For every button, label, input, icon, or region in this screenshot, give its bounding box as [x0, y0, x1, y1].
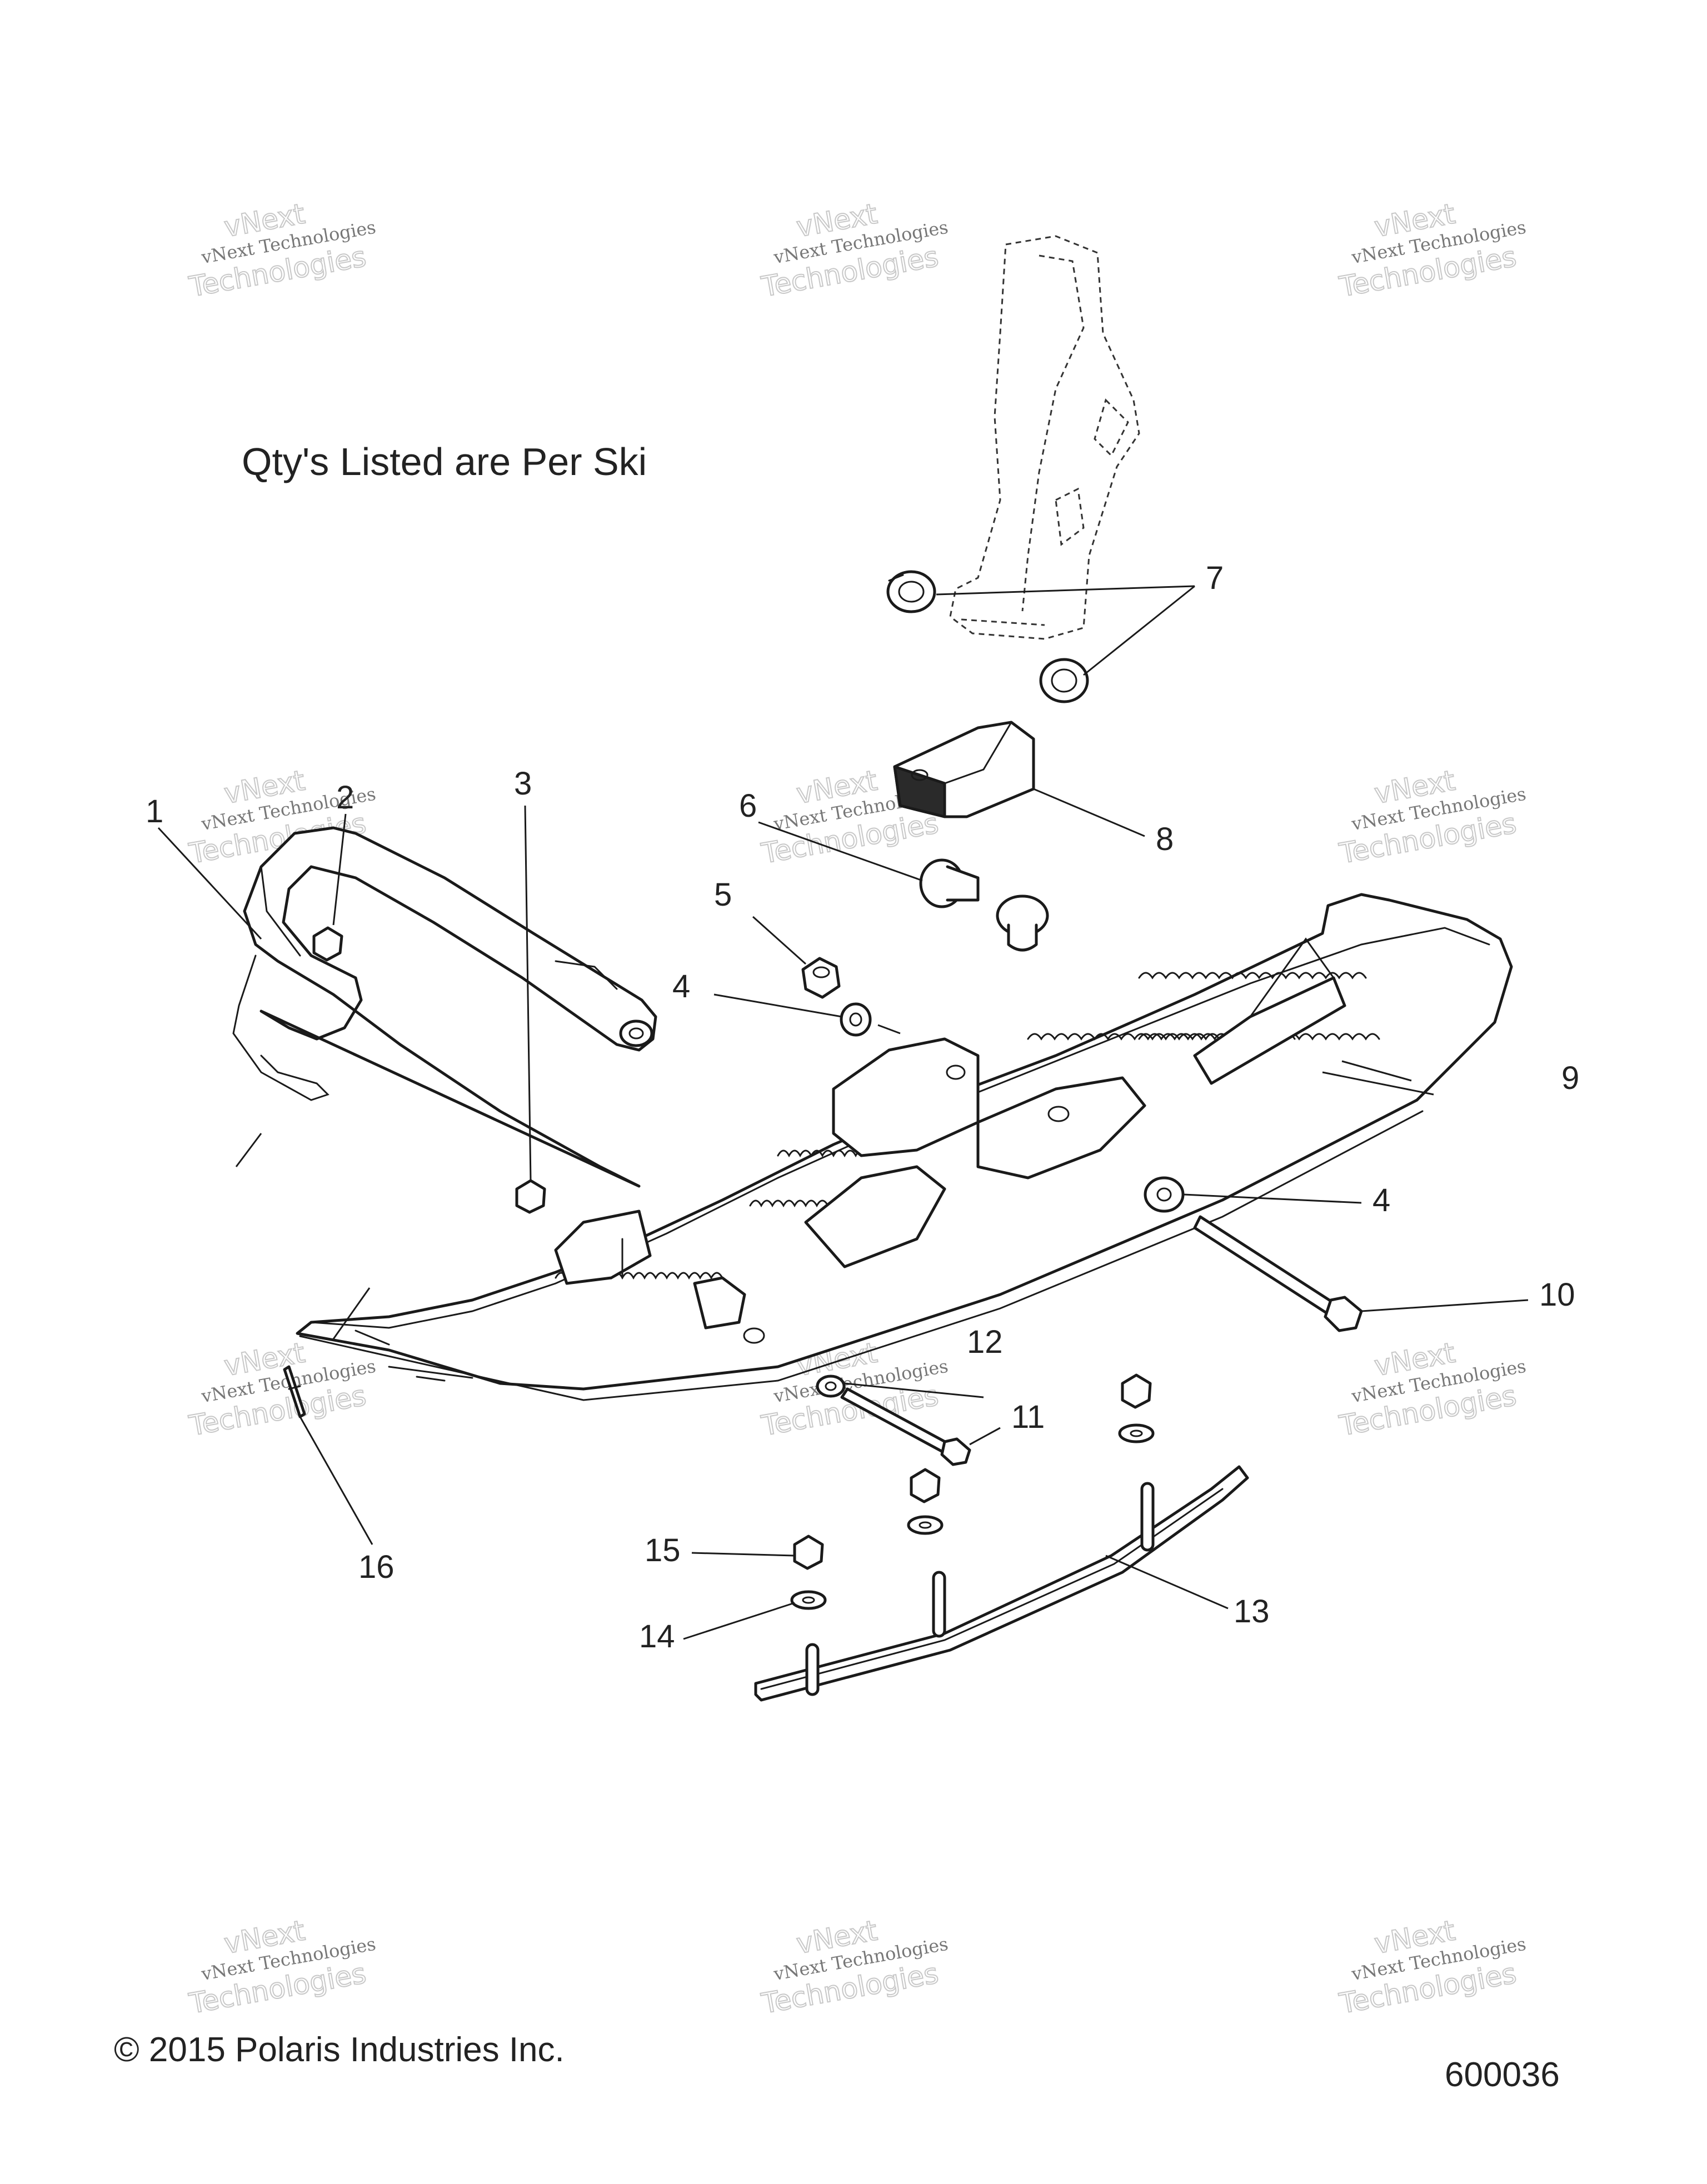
callout-13: 13: [1234, 1593, 1270, 1630]
callout-9: 9: [1561, 1060, 1579, 1096]
leader-lines: [157, 585, 1529, 1640]
long-bolt: [1193, 1215, 1363, 1332]
nut-part-2: [312, 926, 343, 962]
bushing-lower: [1039, 658, 1089, 703]
washer-upper: [840, 1002, 872, 1037]
runner-hardware: [790, 1373, 1155, 1610]
callout-2: 2: [336, 779, 354, 816]
flange-bushing: [996, 894, 1049, 952]
washer-part-12: [816, 1375, 846, 1398]
ski-loop: [232, 826, 657, 1188]
bushing-upper: [886, 570, 936, 613]
washer-lower: [1144, 1176, 1185, 1213]
callout-7: 7: [1206, 560, 1224, 596]
ski-body: [296, 893, 1513, 1401]
carbide-runner: [754, 1465, 1249, 1702]
callout-15: 15: [645, 1532, 681, 1568]
callout-14: 14: [639, 1618, 675, 1655]
callout-10: 10: [1539, 1277, 1575, 1313]
bolt-part-11: [840, 1387, 971, 1466]
pin-part-16: [283, 1365, 306, 1418]
callout-4-upper: 4: [672, 968, 690, 1004]
qty-note: Qty's Listed are Per Ski: [242, 440, 647, 483]
copyright-text: © 2015 Polaris Industries Inc.: [114, 2031, 565, 2069]
callout-1: 1: [146, 793, 163, 829]
callout-8: 8: [1156, 821, 1174, 857]
callout-12: 12: [967, 1324, 1003, 1360]
ski-saddle: [893, 721, 1035, 818]
spindle-reference: [949, 235, 1140, 640]
callout-11: 11: [1011, 1399, 1045, 1435]
nut-part-3: [515, 1179, 546, 1214]
nut-part-5: [801, 957, 841, 999]
callout-5: 5: [714, 877, 732, 913]
diagram-id: 600036: [1445, 2056, 1560, 2094]
callout-4-lower: 4: [1372, 1182, 1390, 1218]
callout-16: 16: [358, 1549, 395, 1585]
flange-bolt: [919, 858, 980, 908]
callout-6: 6: [739, 788, 757, 824]
callout-3: 3: [514, 766, 532, 802]
callout-labels: 1 2 3 4 5 6 7 8 9 4 10 11 12 13 14 15 16: [146, 560, 1579, 1655]
